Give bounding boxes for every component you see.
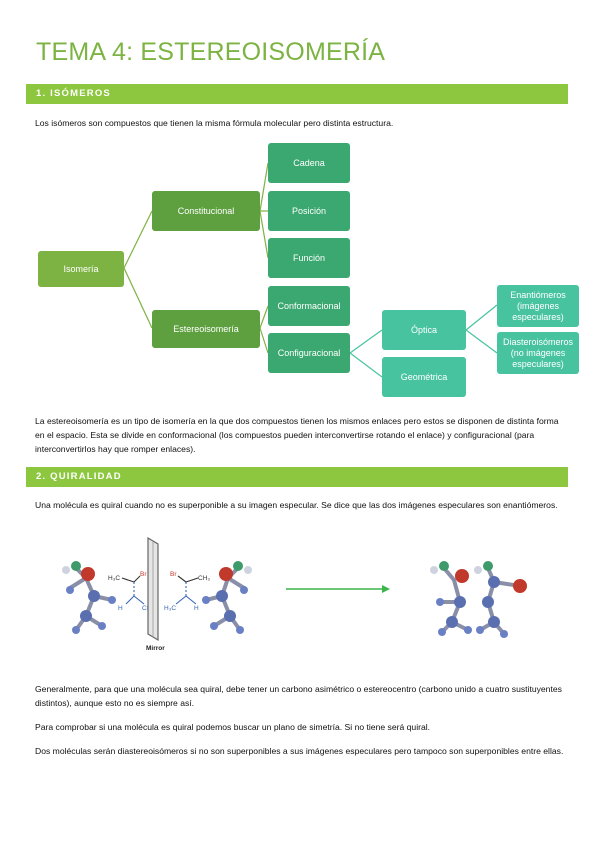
node-isomeria: Isomería bbox=[38, 251, 124, 287]
node-posicion: Posición bbox=[268, 191, 350, 231]
label-ch3-c: CH₃ bbox=[198, 575, 210, 582]
quiralidad-paragraph-2: Para comprobar si una molécula es quiral… bbox=[35, 722, 431, 732]
quiralidad-paragraph-1: Generalmente, para que una molécula sea … bbox=[35, 684, 562, 708]
mirror-label: Mirror bbox=[146, 645, 165, 652]
label-h-a: H bbox=[118, 605, 123, 612]
superposed-molecules-3d bbox=[430, 561, 527, 638]
chirality-figure: H₃C Br H CH₃ Mirror Br CH₃ H H₃C bbox=[62, 536, 527, 652]
quiralidad-paragraph-3: Dos moléculas serán diastereoisómeros si… bbox=[35, 746, 564, 756]
node-optica: Óptica bbox=[382, 310, 466, 350]
node-funcion: Función bbox=[268, 238, 350, 278]
right-skeletal-formula: Br CH₃ H H₃C bbox=[164, 571, 210, 612]
estereoisomeria-paragraph: La estereoisomería es un tipo de isomerí… bbox=[35, 416, 559, 454]
section-heading-quiralidad: 2. QUIRALIDAD bbox=[26, 467, 568, 487]
node-enantiomeros: Enantiómeros (imágenes especulares) bbox=[497, 285, 579, 327]
node-conformacional: Conformacional bbox=[268, 286, 350, 326]
right-molecule-3d bbox=[202, 561, 252, 634]
quiralidad-intro: Una molécula es quiral cuando no es supe… bbox=[35, 500, 558, 510]
label-br-a: Br bbox=[140, 571, 147, 578]
arrow-icon bbox=[286, 585, 390, 593]
node-cadena: Cadena bbox=[268, 143, 350, 183]
node-estereoisomeria: Estereoisomería bbox=[152, 310, 260, 348]
node-constitucional: Constitucional bbox=[152, 191, 260, 231]
section-heading-isomeros: 1. ISÓMEROS bbox=[26, 84, 568, 104]
label-h-b: H bbox=[194, 605, 199, 612]
label-h3c-b: H₃C bbox=[164, 605, 176, 612]
page-title: TEMA 4: ESTEREOISOMERÍA bbox=[36, 38, 386, 66]
isomeros-intro: Los isómeros son compuestos que tienen l… bbox=[35, 118, 394, 128]
left-molecule-3d bbox=[62, 561, 116, 634]
mirror-plane: Mirror bbox=[146, 536, 165, 652]
node-configuracional: Configuracional bbox=[268, 333, 350, 373]
node-geometrica: Geométrica bbox=[382, 357, 466, 397]
label-h3c-a: H₃C bbox=[108, 575, 120, 582]
node-diastereoisomeros: Diasteroisómeros (no imágenes especulare… bbox=[497, 332, 579, 374]
label-br-b: Br bbox=[170, 571, 177, 578]
